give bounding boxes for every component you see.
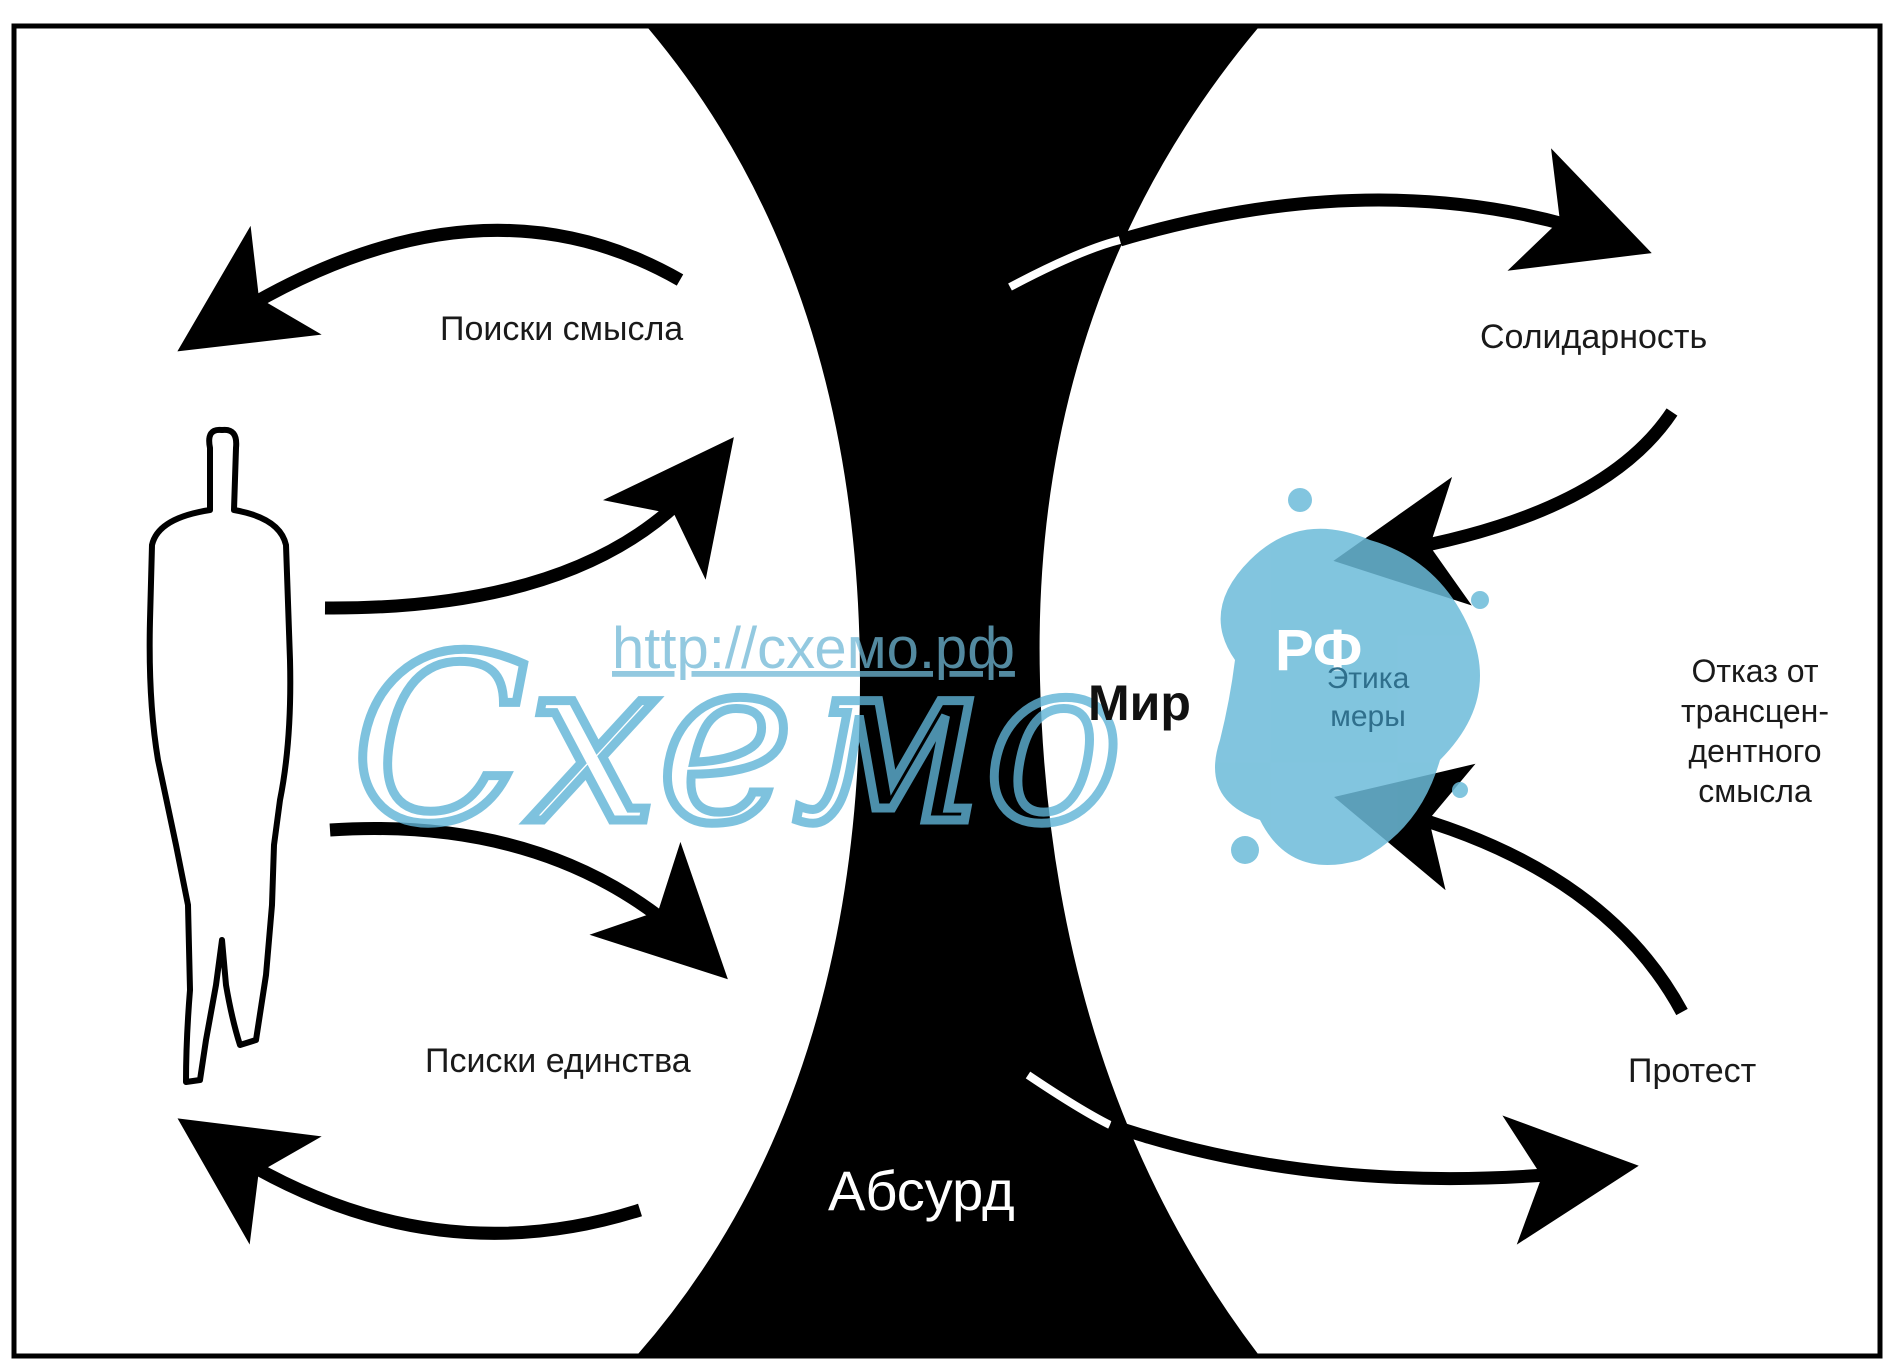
label-ethics: Этика меры bbox=[1327, 662, 1410, 733]
arrow-figure-down-right bbox=[329, 822, 728, 980]
label-rejection-line4: смысла bbox=[1698, 773, 1812, 809]
label-ethics-line1: Этика bbox=[1327, 662, 1410, 695]
arrow-protest bbox=[1107, 1115, 1639, 1245]
label-rejection-line1: Отказ от bbox=[1692, 653, 1819, 689]
label-search-meaning: Поиски смысла bbox=[440, 310, 683, 348]
label-rejection: Отказ от трансцен- дентного смысла bbox=[1681, 653, 1829, 809]
human-figure-icon bbox=[146, 426, 294, 1085]
label-world: Мир bbox=[1088, 675, 1191, 731]
arrow-solidarity bbox=[1118, 148, 1652, 271]
watermark-rf-text: РФ bbox=[1275, 618, 1362, 683]
absurd-hourglass bbox=[638, 28, 1258, 1354]
arrow-search-unity bbox=[177, 1118, 642, 1245]
arrow-solidarity-crossing bbox=[1008, 236, 1121, 291]
watermark-url: http://схемо.рф bbox=[612, 616, 1015, 681]
label-solidarity: Солидарность bbox=[1480, 318, 1707, 356]
label-rejection-line2: трансцен- bbox=[1681, 693, 1829, 729]
label-rejection-line3: дентного bbox=[1688, 733, 1821, 769]
frame-border bbox=[11, 23, 1883, 1359]
label-ethics-line2: меры bbox=[1330, 700, 1406, 733]
watermark-badge: РФ bbox=[1215, 488, 1489, 865]
watermark-script-logo: Схемо bbox=[352, 608, 1123, 875]
arrow-search-meaning bbox=[177, 223, 684, 352]
label-absurd: Абсурд bbox=[828, 1159, 1015, 1222]
arrow-solidarity-to-ethics bbox=[1333, 408, 1678, 606]
watermark-splash bbox=[1215, 528, 1480, 865]
arrow-figure-up-right bbox=[324, 437, 734, 615]
arrow-protest-crossing bbox=[1025, 1071, 1112, 1129]
label-search-unity: Пcиски единства bbox=[425, 1042, 691, 1080]
arrow-protest-to-ethics bbox=[1334, 763, 1688, 1016]
label-protest: Протест bbox=[1628, 1052, 1756, 1090]
